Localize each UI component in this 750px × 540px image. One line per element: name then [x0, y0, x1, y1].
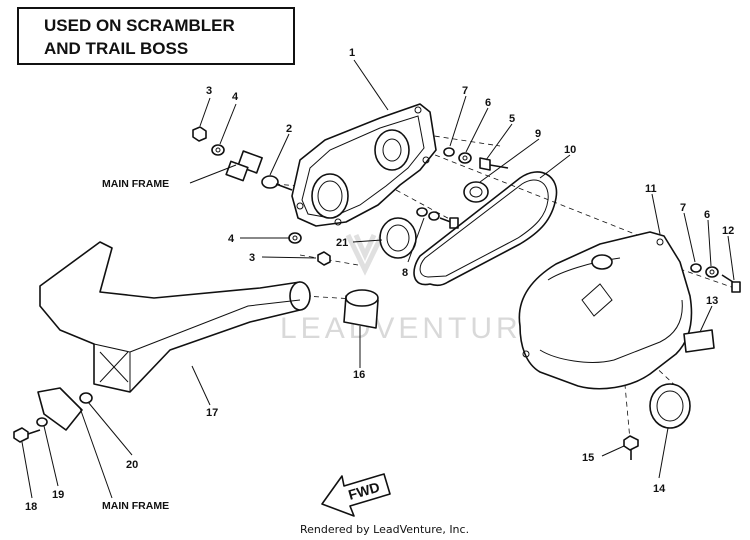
screw [623, 435, 639, 460]
callout-1: 1 [349, 47, 355, 59]
seal [379, 217, 417, 259]
callout-7-right: 7 [680, 202, 686, 214]
header-line-2: AND TRAIL BOSS [44, 39, 188, 58]
watermark-text: LEADVENTURE [280, 312, 546, 345]
callout-10: 10 [564, 144, 576, 156]
callout-8: 8 [402, 267, 408, 279]
callout-18: 18 [25, 501, 37, 513]
callout-12: 12 [722, 225, 734, 237]
callout-15: 15 [582, 452, 594, 464]
callout-21: 21 [336, 237, 348, 249]
inspection-cover [649, 383, 691, 429]
callout-7-upper: 7 [462, 85, 468, 97]
header-box: USED ON SCRAMBLER AND TRAIL BOSS [17, 7, 295, 65]
callout-leaders [21, 59, 735, 499]
callout-16: 16 [353, 369, 365, 381]
nut-washer-lower [288, 232, 331, 266]
header-line-1: USED ON SCRAMBLER [44, 16, 235, 35]
callout-14: 14 [653, 483, 666, 495]
callout-17: 17 [206, 407, 218, 419]
duct-sleeve [343, 289, 379, 329]
callout-20: 20 [126, 459, 138, 471]
bolt-spacer [225, 150, 293, 191]
callout-9: 9 [535, 128, 541, 140]
intake-duct [39, 241, 311, 393]
mounting-plate [13, 387, 93, 443]
callout-11: 11 [645, 183, 657, 195]
callout-numbers: 1 2 3 4 4 3 5 6 7 8 9 10 21 11 7 6 12 13… [25, 47, 734, 513]
outer-cover [518, 231, 693, 390]
bolt-washer-set-upper [443, 147, 509, 171]
footer-credit: Rendered by LeadVenture, Inc. [300, 523, 469, 536]
nut-washer-upper [192, 126, 225, 156]
bolt-8 [416, 207, 459, 229]
callout-13: 13 [706, 295, 718, 307]
drive-belt [413, 171, 558, 287]
callout-4-upper: 4 [232, 91, 239, 103]
inner-cover-plate [291, 103, 437, 227]
decal [683, 329, 715, 353]
callout-6-right: 6 [704, 209, 710, 221]
callout-4-lower: 4 [228, 233, 235, 245]
callout-2: 2 [286, 123, 292, 135]
callout-3-lower: 3 [249, 252, 255, 264]
callout-6-upper: 6 [485, 97, 491, 109]
spacer-ring [463, 181, 489, 203]
main-frame-label-upper: MAIN FRAME [102, 178, 169, 190]
callout-19: 19 [52, 489, 64, 501]
bolt-washer-set-right [690, 263, 741, 293]
callout-3-upper: 3 [206, 85, 212, 97]
callout-5: 5 [509, 113, 515, 125]
main-frame-label-lower: MAIN FRAME [102, 500, 169, 512]
forward-arrow: FWD [321, 473, 391, 517]
